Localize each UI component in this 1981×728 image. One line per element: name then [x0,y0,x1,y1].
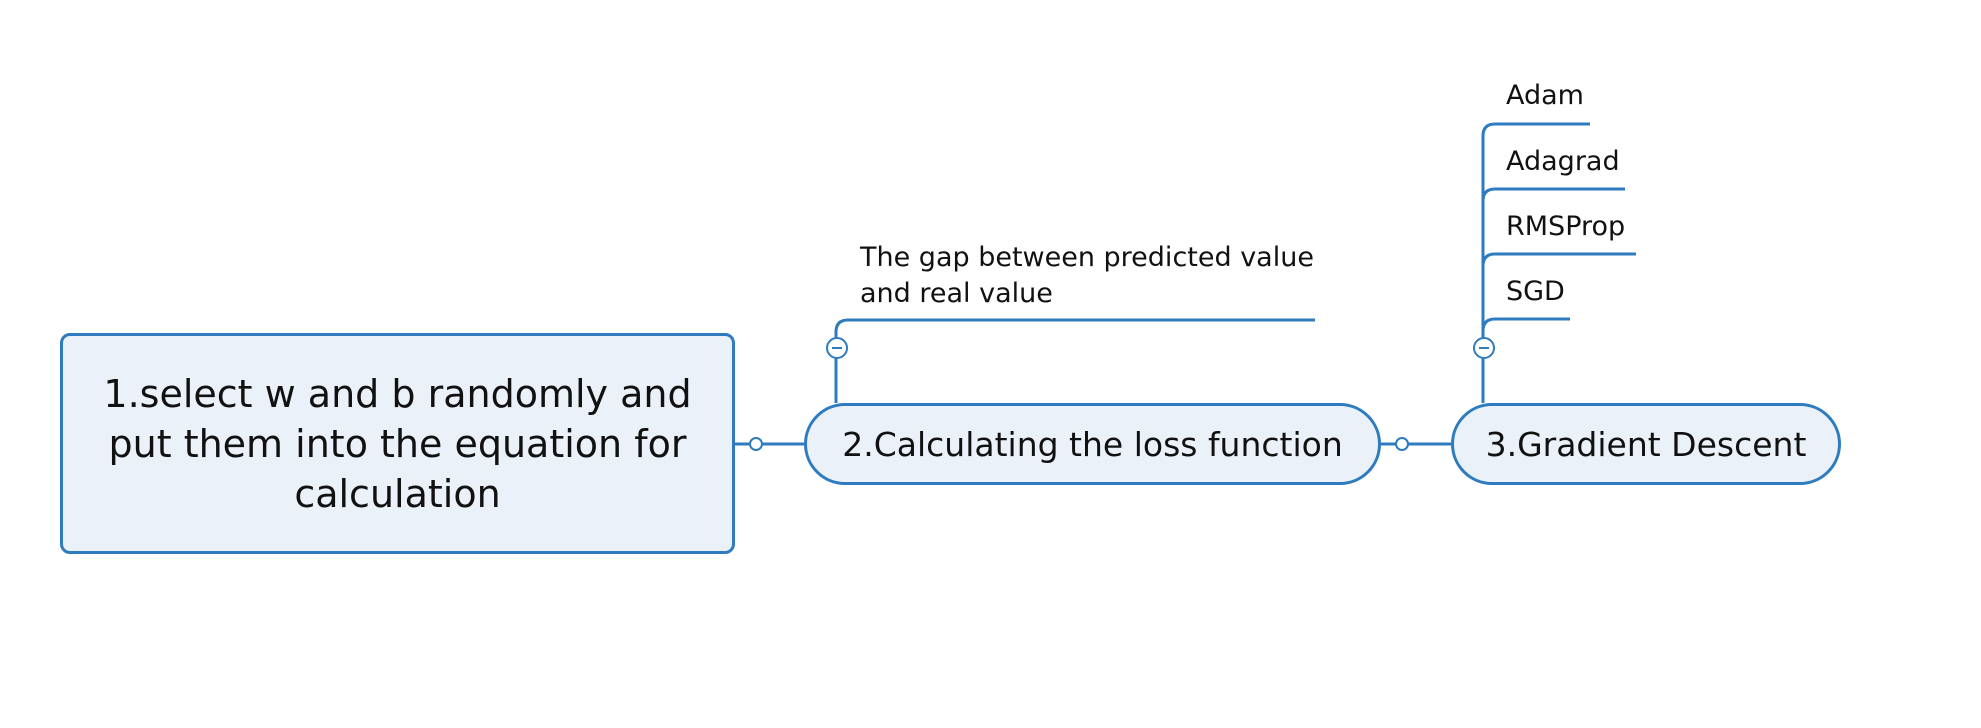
subtopic-gap-label: The gap between predicted value and real… [860,242,1314,309]
loss-function-label: 2.Calculating the loss function [842,424,1343,464]
root-topic-label: 1.select w and b randomly and put them i… [103,371,692,516]
subtopic-gap-definition[interactable]: The gap between predicted value and real… [860,240,1330,312]
connector-gd-adam [1481,122,1590,137]
connector-gd-sgd [1481,317,1570,332]
subtopic-rmsprop-label: RMSProp [1506,211,1626,242]
subtopic-sgd-label: SGD [1506,276,1565,307]
connector-loss-gap [834,318,1315,403]
subtopic-adam-label: Adam [1506,80,1584,111]
gradient-descent-node[interactable]: 3.Gradient Descent [1451,403,1841,485]
connector-dot-root [749,437,763,451]
subtopic-adagrad-label: Adagrad [1506,146,1620,177]
loss-function-node[interactable]: 2.Calculating the loss function [804,403,1381,485]
collapse-toggle-loss[interactable] [825,336,849,360]
gradient-descent-label: 3.Gradient Descent [1485,424,1807,464]
collapse-toggle-gd[interactable] [1472,336,1496,360]
subtopic-rmsprop[interactable]: RMSProp [1506,211,1625,242]
subtopic-adagrad[interactable]: Adagrad [1506,146,1620,177]
subtopic-sgd[interactable]: SGD [1506,276,1565,307]
connector-dot-loss [1395,437,1409,451]
root-topic-node[interactable]: 1.select w and b randomly and put them i… [60,333,735,554]
connector-gd-rmsprop [1481,252,1636,267]
subtopic-adam[interactable]: Adam [1506,80,1584,111]
connector-gd-adagrad [1481,187,1625,202]
